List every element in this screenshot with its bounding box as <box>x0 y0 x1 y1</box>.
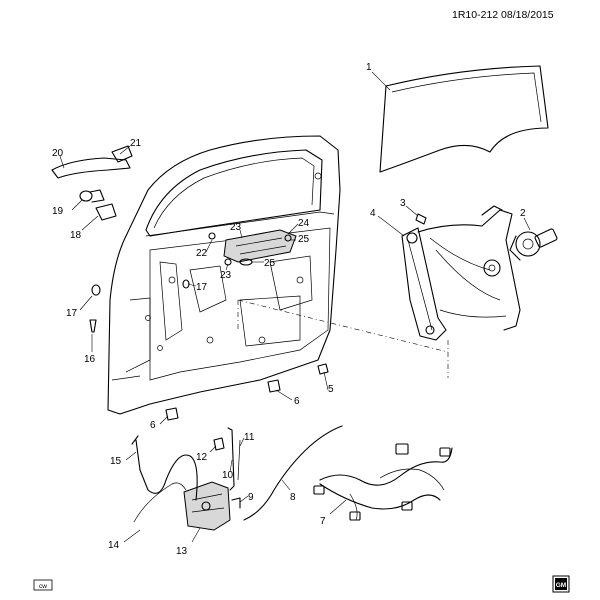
callout-8: 8 <box>290 492 296 503</box>
lock-rod <box>227 427 235 491</box>
lock-rod <box>237 439 241 481</box>
callout-4: 4 <box>370 208 376 219</box>
callout-18: 18 <box>70 230 82 241</box>
callout-11: 11 <box>244 432 255 443</box>
door-frame <box>107 135 341 415</box>
callout-1: 1 <box>366 62 372 73</box>
callout-10: 10 <box>222 470 234 481</box>
callout-16: 16 <box>84 354 96 365</box>
guide-line <box>237 299 449 353</box>
regulator-motor <box>509 228 558 261</box>
callout-23a: 23 <box>230 222 242 233</box>
svg-text:GM: GM <box>556 582 566 589</box>
rod-bracket <box>213 437 225 451</box>
callout-25b: 25 <box>264 258 276 269</box>
door-latch <box>183 481 231 531</box>
bumper-6b <box>165 407 179 421</box>
outside-handle-cable <box>243 425 343 521</box>
gm-logo: GM <box>552 575 570 593</box>
wiring-harness <box>313 443 453 521</box>
inside-handle-cable <box>133 482 187 523</box>
callout-labels: 1 2 3 4 5 6 6 7 8 9 10 11 12 13 14 15 16… <box>52 62 526 557</box>
bumper-5 <box>317 363 329 375</box>
callout-6a: 6 <box>294 396 300 407</box>
callout-17b: 17 <box>196 282 208 293</box>
window-glass <box>379 65 549 173</box>
callout-2: 2 <box>520 208 526 219</box>
callout-24: 24 <box>298 218 310 229</box>
callout-23b: 23 <box>220 270 232 281</box>
bumper-6a <box>267 379 281 393</box>
window-regulator <box>401 205 521 341</box>
callout-6b: 6 <box>150 420 156 431</box>
callout-14: 14 <box>108 540 120 551</box>
callout-7: 7 <box>320 516 326 527</box>
inside-handle-cable <box>135 439 198 501</box>
lock-cable <box>131 435 139 445</box>
callout-3: 3 <box>400 198 406 209</box>
callout-22: 22 <box>196 248 208 259</box>
callout-15: 15 <box>110 456 122 467</box>
latch-clip <box>231 497 241 509</box>
diagram-reference: 1R10-212 08/18/2015 <box>452 9 554 21</box>
bolt-3 <box>415 213 427 225</box>
callout-25a: 25 <box>298 234 310 245</box>
cw-badge: cw <box>33 579 53 591</box>
callout-13: 13 <box>176 546 188 557</box>
callout-12: 12 <box>196 452 208 463</box>
handle-bracket <box>95 203 117 221</box>
outside-handle <box>51 145 133 179</box>
svg-text:cw: cw <box>39 583 47 590</box>
callout-5: 5 <box>328 384 334 395</box>
callout-21: 21 <box>130 138 142 149</box>
lock-cylinder <box>79 189 105 203</box>
callout-17a: 17 <box>66 308 78 319</box>
callout-20: 20 <box>52 148 64 159</box>
clip <box>89 319 97 333</box>
callout-19: 19 <box>52 206 64 217</box>
grommet <box>91 284 101 296</box>
callout-9: 9 <box>248 492 254 503</box>
leader-lines <box>59 71 531 543</box>
